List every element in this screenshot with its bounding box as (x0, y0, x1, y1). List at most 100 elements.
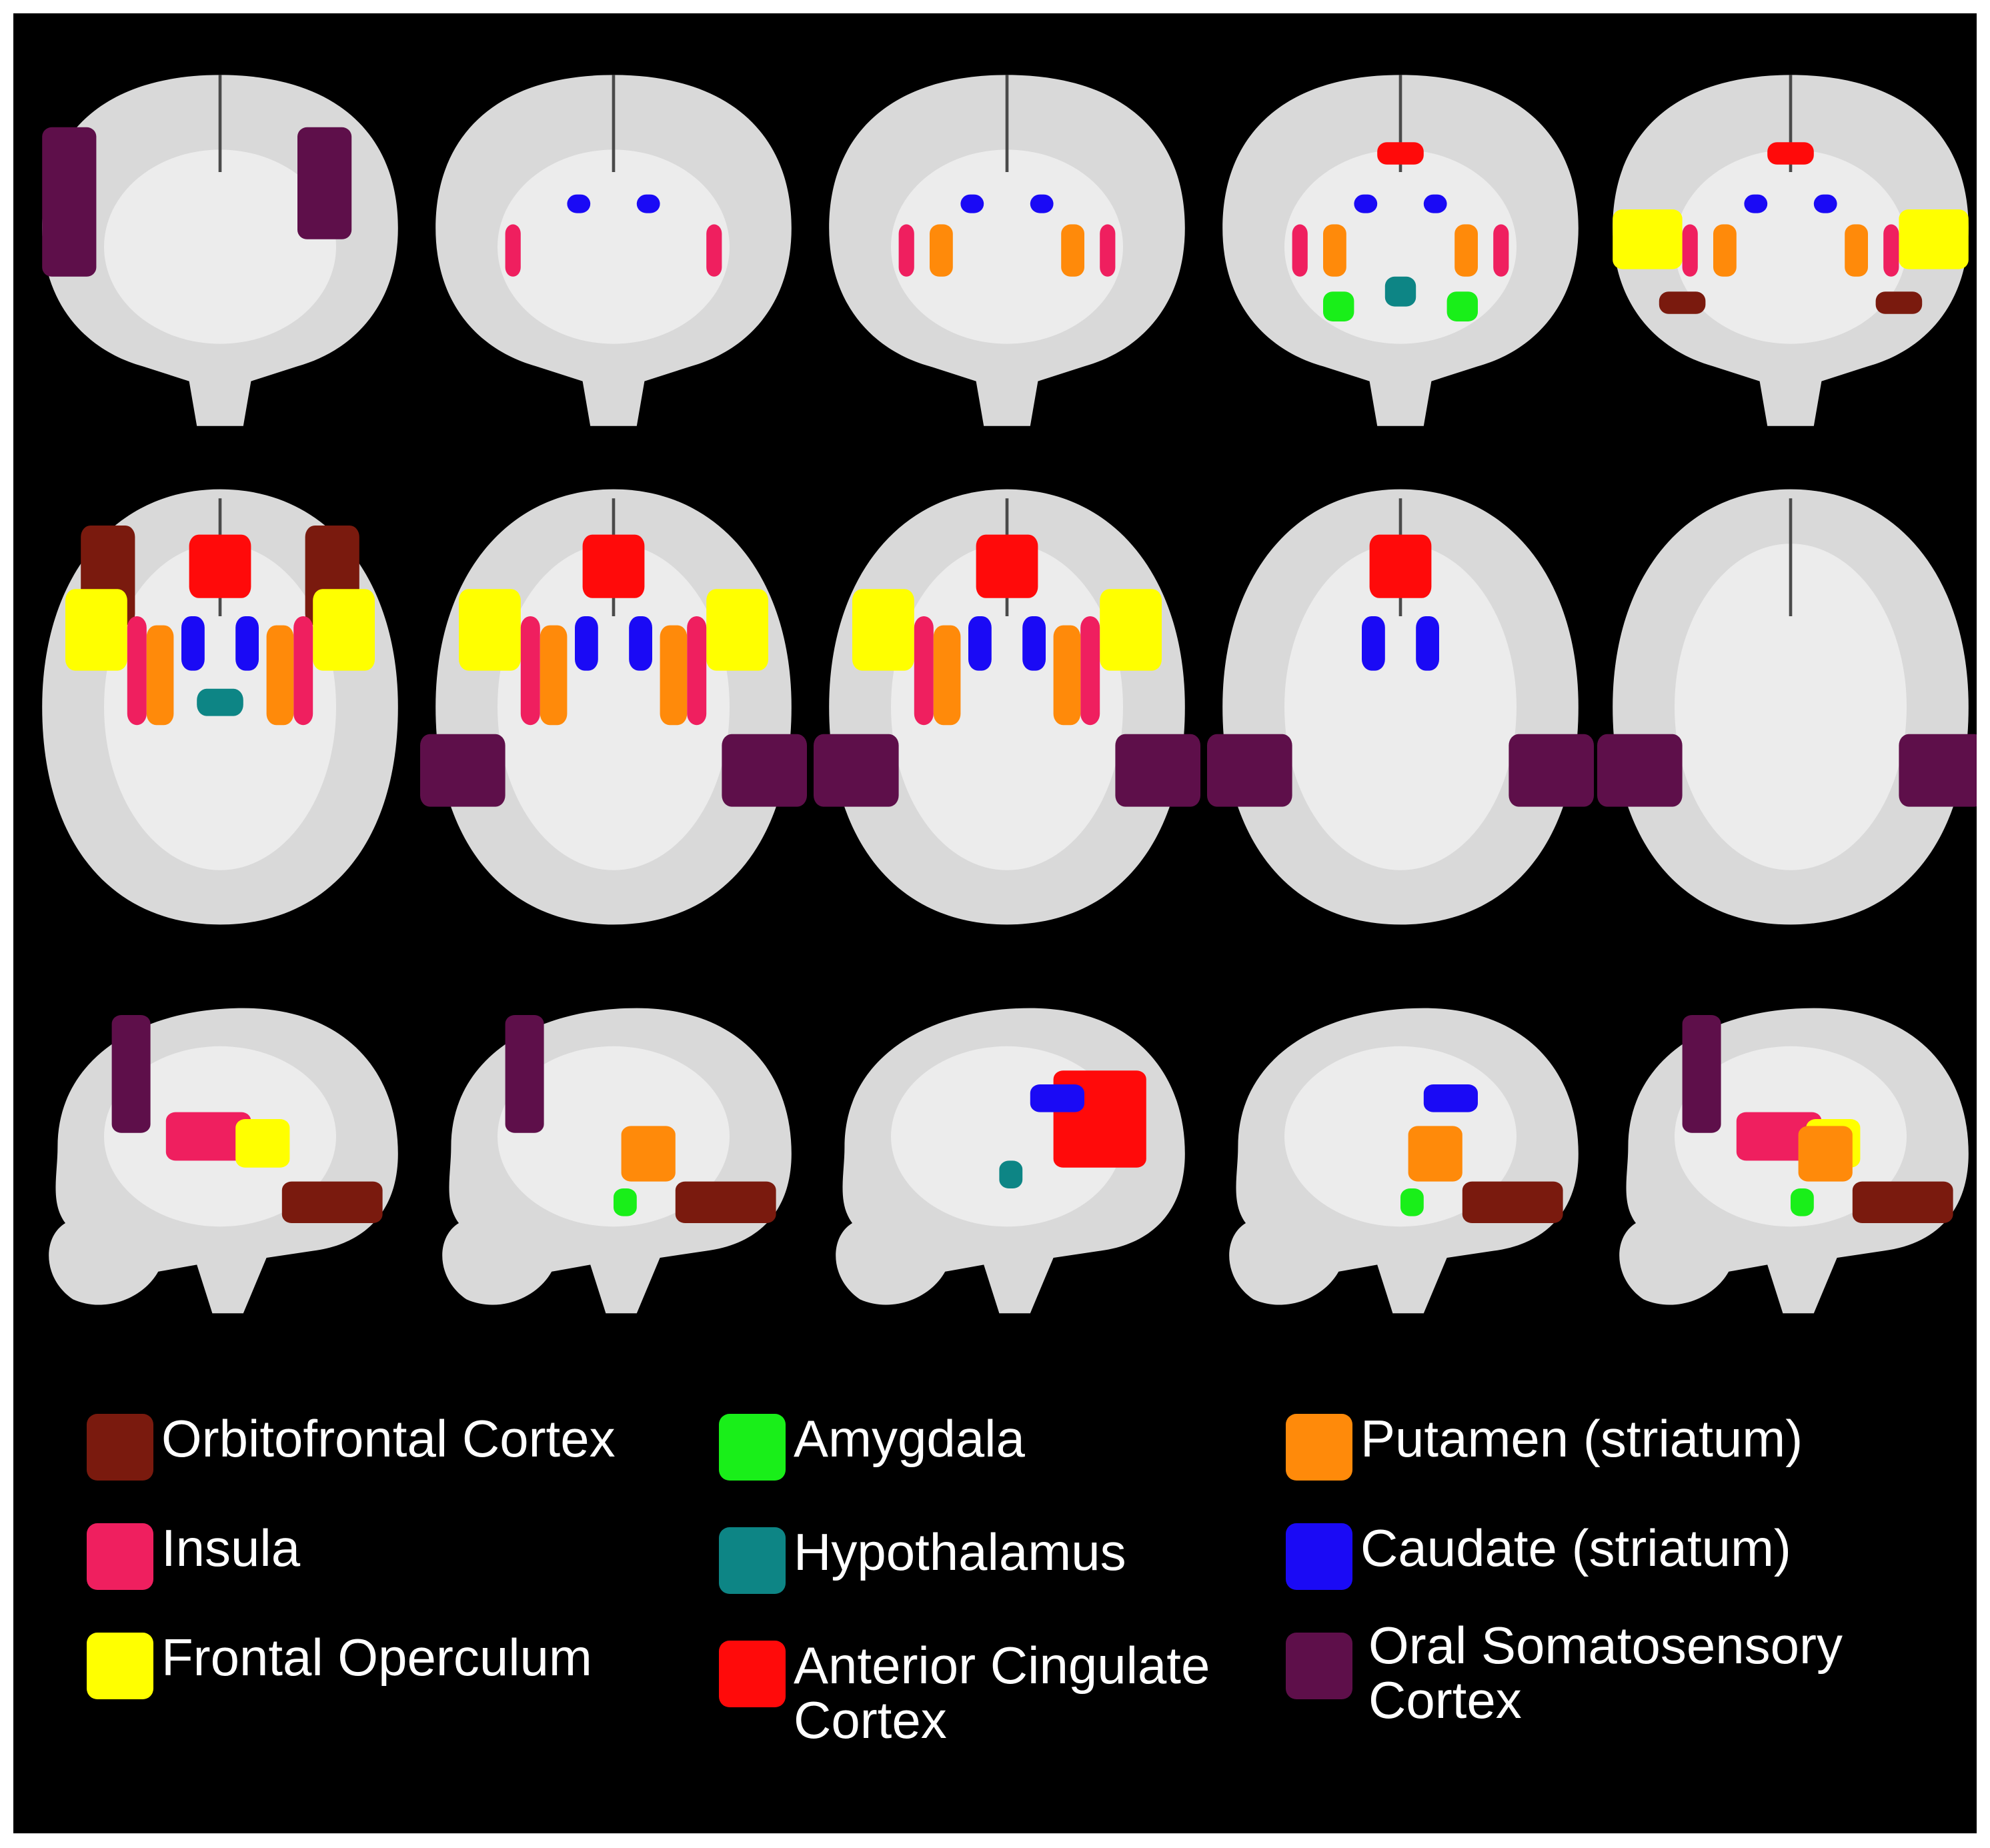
axial-slice-1 (27, 480, 413, 934)
region-oral-somatosensory-cortex (297, 127, 352, 239)
region-anterior-cingulate-cortex (1369, 534, 1432, 598)
legend-swatch (719, 1414, 786, 1481)
region-putamen (933, 625, 961, 726)
region-oral-somatosensory-cortex (505, 1015, 544, 1133)
region-insula (127, 616, 147, 726)
region-putamen (1061, 224, 1084, 277)
region-caudate (1030, 194, 1054, 213)
white-matter (104, 149, 336, 344)
region-frontal-operculum (1100, 589, 1162, 671)
region-putamen (1053, 625, 1081, 726)
coronal-slice-2 (420, 60, 807, 433)
region-insula (293, 616, 313, 726)
legend-label: Anterior Cingulate Cortex (794, 1636, 1210, 1749)
region-caudate (960, 194, 984, 213)
region-frontal-operculum (1613, 209, 1683, 269)
region-anterior-cingulate-cortex (1377, 142, 1424, 165)
region-putamen (1323, 224, 1346, 277)
region-caudate (1423, 194, 1447, 213)
region-putamen (1713, 224, 1737, 277)
region-caudate (1416, 616, 1439, 671)
region-caudate (235, 616, 259, 671)
region-putamen (540, 625, 568, 726)
region-putamen (266, 625, 294, 726)
sagittal-slice-2 (420, 980, 807, 1327)
region-oral-somatosensory-cortex (42, 127, 97, 277)
legend-label: Oral Somatosensory Cortex (1368, 1616, 1843, 1729)
axial-slice-5 (1597, 480, 1977, 934)
region-anterior-cingulate-cortex (976, 534, 1038, 598)
region-caudate (1022, 616, 1046, 671)
white-matter (1675, 544, 1907, 870)
region-insula (520, 616, 540, 726)
legend-label: Putamen (striatum) (1360, 1409, 1803, 1468)
region-oral-somatosensory-cortex (1597, 734, 1683, 807)
brain-slice-grid (13, 13, 1977, 1354)
region-orbitofrontal-cortex (1462, 1181, 1563, 1223)
region-caudate (181, 616, 205, 671)
region-putamen (930, 224, 953, 277)
region-insula (165, 1112, 251, 1161)
region-anterior-cingulate-cortex (189, 534, 251, 598)
legend-swatch (87, 1523, 153, 1590)
sagittal-slice-4 (1207, 980, 1594, 1327)
region-oral-somatosensory-cortex (1207, 734, 1292, 807)
sagittal-slice-3 (814, 980, 1200, 1327)
region-frontal-operculum (852, 589, 914, 671)
region-orbitofrontal-cortex (1659, 291, 1706, 314)
region-caudate (567, 194, 591, 213)
region-caudate (1362, 616, 1385, 671)
legend-swatch (719, 1641, 786, 1707)
region-oral-somatosensory-cortex (1682, 1015, 1721, 1133)
region-caudate (1030, 1084, 1084, 1112)
region-oral-somatosensory-cortex (1509, 734, 1594, 807)
coronal-slice-4 (1207, 60, 1594, 433)
region-caudate (636, 194, 660, 213)
legend-swatch (1286, 1633, 1352, 1699)
region-insula (1883, 224, 1899, 277)
legend-swatch (1286, 1414, 1352, 1481)
region-hypothalamus (999, 1160, 1023, 1188)
legend-swatch (1286, 1523, 1352, 1590)
white-matter (891, 149, 1123, 344)
region-putamen (1408, 1126, 1462, 1182)
white-matter (1284, 544, 1517, 870)
region-anterior-cingulate-cortex (1767, 142, 1814, 165)
region-insula (505, 224, 521, 277)
coronal-slice-3 (814, 60, 1200, 433)
legend-label: Insula (161, 1519, 301, 1577)
region-frontal-operculum (65, 589, 127, 671)
region-caudate (629, 616, 652, 671)
region-amygdala (1791, 1188, 1814, 1216)
figure-frame: Orbitofrontal Cortex Insula Frontal Oper… (13, 13, 1977, 1833)
legend-label: Hypothalamus (794, 1523, 1126, 1581)
region-insula (1292, 224, 1308, 277)
axial-slice-4 (1207, 480, 1594, 934)
region-frontal-operculum (235, 1119, 290, 1168)
region-caudate (1813, 194, 1837, 213)
region-putamen (660, 625, 688, 726)
region-frontal-operculum (313, 589, 375, 671)
legend-swatch (719, 1527, 786, 1594)
region-insula (1682, 224, 1698, 277)
region-orbitofrontal-cortex (1852, 1181, 1953, 1223)
region-frontal-operculum (706, 589, 768, 671)
region-putamen (1845, 224, 1868, 277)
region-caudate (1423, 1084, 1478, 1112)
white-matter (497, 149, 730, 344)
region-oral-somatosensory-cortex (1115, 734, 1200, 807)
region-amygdala (614, 1188, 637, 1216)
region-insula (1100, 224, 1116, 277)
region-oral-somatosensory-cortex (111, 1015, 151, 1133)
region-insula (898, 224, 914, 277)
coronal-slice-1 (27, 60, 413, 433)
region-frontal-operculum (1899, 209, 1969, 269)
region-oral-somatosensory-cortex (722, 734, 807, 807)
region-anterior-cingulate-cortex (582, 534, 645, 598)
region-insula (706, 224, 722, 277)
axial-slice-2 (420, 480, 807, 934)
region-oral-somatosensory-cortex (814, 734, 899, 807)
white-matter (1675, 149, 1907, 344)
white-matter (497, 1046, 730, 1227)
region-amygdala (1446, 291, 1478, 321)
